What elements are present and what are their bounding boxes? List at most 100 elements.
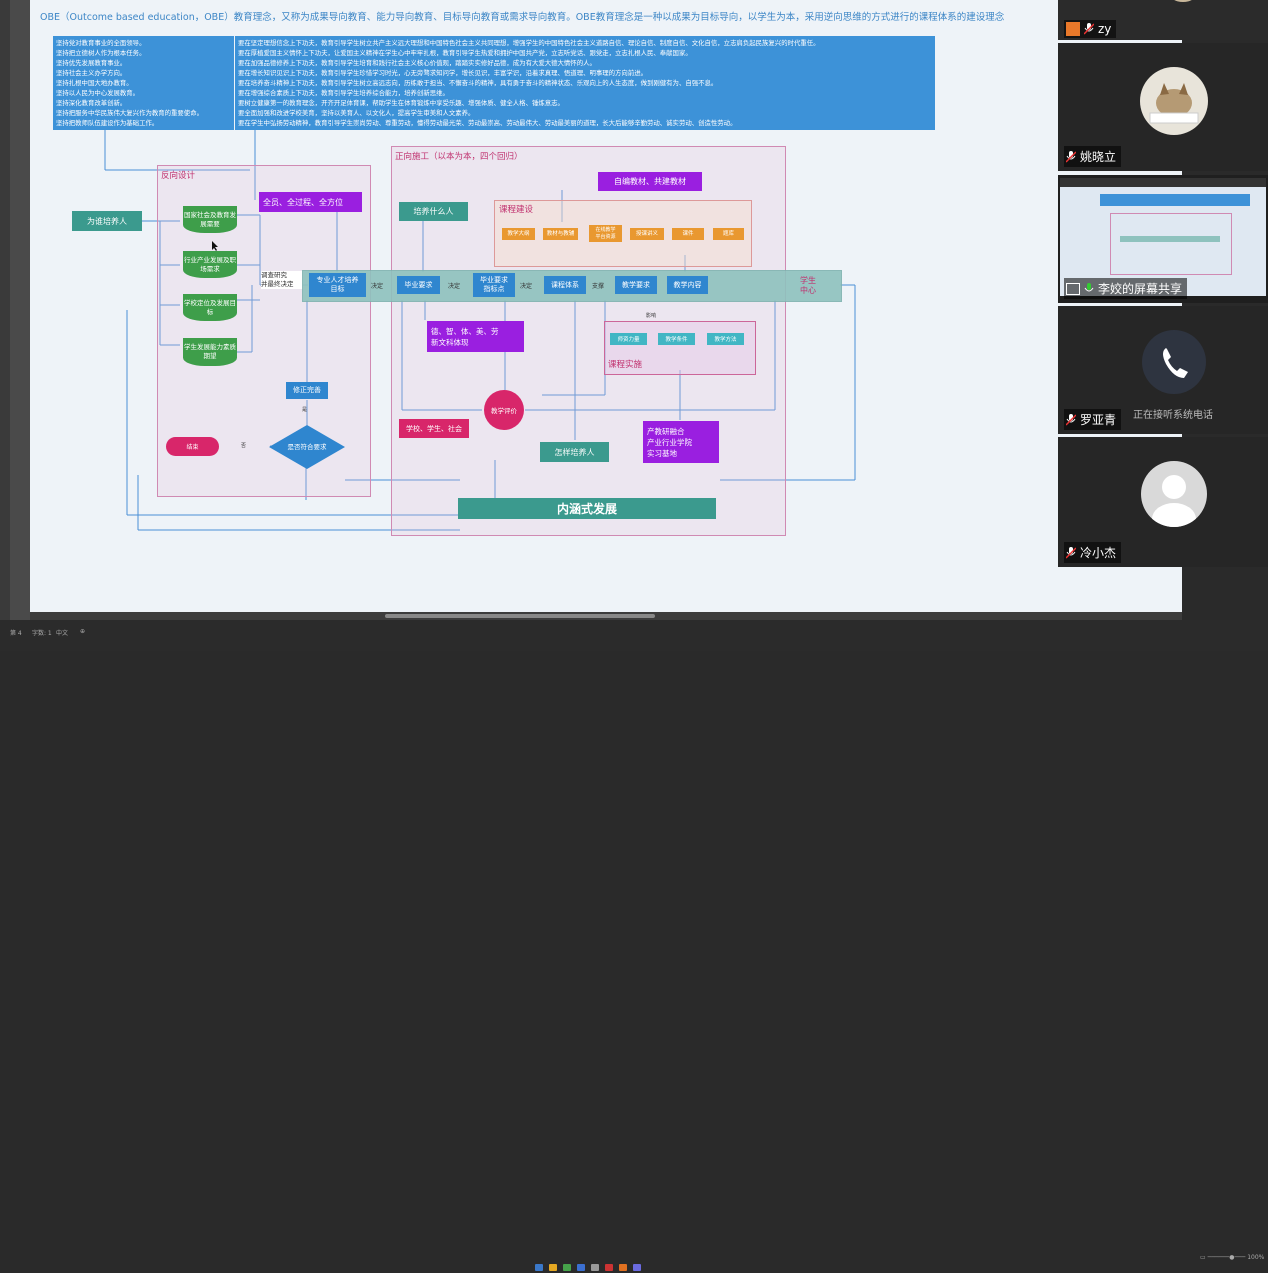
- default-avatar-icon: [1152, 475, 1196, 527]
- survey-label: 调查研究 并最终决定: [261, 271, 303, 289]
- mic-off-icon: [1066, 546, 1076, 559]
- participant-name-tag: 姚晓立: [1064, 146, 1122, 167]
- what-box: 培养什么人: [399, 202, 468, 221]
- evaluation-circle: 教学评价: [484, 390, 524, 430]
- decision-label: 决定: [520, 283, 533, 290]
- decision-label: 支撑: [592, 283, 605, 290]
- taskbar-icons: [535, 1264, 647, 1271]
- participant-tile[interactable]: zy: [1058, 0, 1268, 40]
- step-talent-goal: 专业人才培养 目标: [309, 273, 366, 297]
- participant-name-tag: zy: [1064, 20, 1117, 38]
- cursor-icon: [212, 241, 218, 251]
- course-item: 教学大纲: [502, 228, 535, 240]
- course-impl-title: 课程实施: [608, 360, 643, 370]
- left-toolbar: [0, 0, 10, 620]
- mic-off-icon: [1066, 150, 1076, 163]
- box-line: 要在加强品德修养上下功夫，教育引导学生培育和践行社会主义核心价值观，踏踏实实修好…: [238, 59, 596, 67]
- box-line: 坚持把立德树人作为根本任务。: [56, 49, 146, 57]
- course-item: 题库: [713, 228, 744, 240]
- box-line: 坚持扎根中国大地办教育。: [56, 79, 133, 87]
- impl-item: 师资力量: [610, 333, 647, 345]
- yes-label: 是: [302, 407, 308, 413]
- student-center-label: 学生 中心: [800, 276, 816, 295]
- box-line: 坚持优先发展教育事业。: [56, 59, 127, 67]
- box-line: 坚持把教师队伍建设作为基础工作。: [56, 119, 159, 127]
- page-indicator: 第 4: [10, 630, 22, 637]
- industry-edu-box: 产教研融合 产业行业学院 实习基地: [643, 421, 719, 463]
- course-item: 课件: [672, 228, 704, 240]
- call-status: 正在接听系统电话: [1133, 410, 1213, 421]
- decision-label: 决定: [371, 283, 384, 290]
- mic-off-icon: [1066, 413, 1076, 426]
- end-box: 结束: [166, 437, 219, 456]
- course-impl-region: [604, 321, 756, 375]
- participant-tile[interactable]: 姚晓立: [1058, 43, 1268, 171]
- course-item: 授课讲义: [630, 228, 664, 240]
- impl-item: 教学条件: [658, 333, 695, 345]
- participant-name-tag: 冷小杰: [1064, 542, 1122, 563]
- box-line: 坚持党对教育事业的全面领导。: [56, 39, 146, 47]
- word-count: 字数: 1: [32, 630, 52, 637]
- box-line: 要在坚定理想信念上下功夫，教育引导学生树立共产主义远大理想和中国特色社会主义共同…: [238, 39, 820, 47]
- connector-lines: [104, 130, 856, 531]
- box-line: 要树立健康第一的教育理念，开齐开足体育课，帮助学生在体育锻炼中享受乐趣、增强体质…: [238, 99, 564, 107]
- screen-share-icon: [1066, 282, 1080, 295]
- vertical-ruler: [10, 0, 30, 620]
- status-bar: 第 4 字数: 1 中文 ⊕ ▭ ──────●─── 100%: [0, 620, 1268, 1271]
- participant-name: 冷小杰: [1080, 546, 1117, 560]
- self-made-textbook-box: 自编教材、共建教材: [598, 172, 702, 191]
- participant-name-tag: 罗亚青: [1064, 409, 1122, 430]
- participant-tile[interactable]: 正在接听系统电话 罗亚青: [1058, 306, 1268, 434]
- all-round-box: 全员、全过程、全方位: [259, 192, 362, 212]
- need-school: 学校定位及发展目标: [183, 294, 237, 321]
- how-box: 怎样培养人: [540, 442, 609, 462]
- box-line: 要在培养奋斗精神上下功夫，教育引导学生树立高远志向，历练敢于担当、不懈奋斗的精神…: [238, 79, 718, 87]
- meets-diamond: [269, 425, 345, 469]
- avatar: [1169, 0, 1197, 2]
- step-grad-requirement: 毕业要求: [397, 276, 440, 294]
- need-student: 学生发展能力素质期望: [183, 338, 237, 366]
- screen-share-thumbnail: [1060, 178, 1266, 296]
- participant-tile[interactable]: 冷小杰: [1058, 437, 1268, 567]
- reverse-design-title: 反向设计: [161, 171, 196, 181]
- step-course-system: 课程体系: [544, 276, 586, 294]
- avatar: [1141, 461, 1207, 527]
- principles-box: 坚持党对教育事业的全面领导。坚持把立德树人作为根本任务。坚持优先发展教育事业。坚…: [53, 36, 234, 130]
- participant-tile[interactable]: 李姣的屏幕共享: [1058, 175, 1268, 303]
- revise-box: 修正完善: [286, 382, 328, 399]
- box-line: 要全面加强和改进学校美育，坚持以美育人、以文化人，提高学生审美和人文素养。: [238, 109, 475, 117]
- box-line: 要在厚植爱国主义情怀上下功夫，让爱国主义精神在学生心中牢牢扎根，教育引导学生热爱…: [238, 49, 692, 57]
- box-line: 坚持把服务中华民族伟大复兴作为教育的重要使命。: [56, 109, 203, 117]
- course-item: 教材与教辅: [543, 228, 578, 240]
- mic-on-icon: [1084, 282, 1094, 291]
- box-line: 坚持深化教育改革创新。: [56, 99, 127, 107]
- step-teaching-req: 教学要求: [615, 276, 657, 294]
- avatar: [1140, 67, 1208, 135]
- horizontal-scrollbar[interactable]: [30, 612, 1182, 620]
- participant-name: zy: [1098, 22, 1112, 36]
- language-indicator: 中文: [56, 630, 69, 637]
- step-teaching-content: 教学内容: [667, 276, 708, 294]
- intro-text: OBE（Outcome based education，OBE）教育理念，又称为…: [40, 12, 1005, 23]
- phone-icon: [1163, 348, 1188, 378]
- requirements-box: 要在坚定理想信念上下功夫，教育引导学生树立共产主义远大理想和中国特色社会主义共同…: [235, 36, 935, 130]
- box-line: 坚持以人民为中心发展教育。: [56, 89, 140, 97]
- cat-avatar-icon: [1149, 83, 1199, 124]
- avatar: [1142, 330, 1206, 394]
- zoom-level: 100%: [1247, 1254, 1265, 1261]
- school-student-society-box: 学校、学生、社会: [399, 419, 469, 438]
- course-build-title: 课程建设: [499, 205, 534, 215]
- document-canvas[interactable]: OBE（Outcome based education，OBE）教育理念，又称为…: [30, 0, 1182, 612]
- participant-name-tag: 李姣的屏幕共享: [1064, 278, 1188, 299]
- development-box: 内涵式发展: [458, 498, 716, 519]
- box-line: 坚持社会主义办学方向。: [56, 69, 127, 77]
- box-line: 要在学生中弘扬劳动精神，教育引导学生崇尚劳动、尊重劳动，懂得劳动最光荣、劳动最崇…: [238, 119, 737, 127]
- user-icon: [1066, 22, 1080, 36]
- box-line: 要在增强综合素质上下功夫，教育引导学生培养综合能力，培养创新思维。: [238, 89, 449, 97]
- mic-off-icon: [1084, 23, 1094, 35]
- no-label: 否: [241, 443, 247, 449]
- accessibility-icon[interactable]: ⊕: [80, 628, 86, 635]
- scroll-thumb[interactable]: [385, 614, 655, 618]
- participant-name: 姚晓立: [1080, 150, 1117, 164]
- zoom-slider[interactable]: ▭ ──────●─── 100%: [1200, 1254, 1265, 1261]
